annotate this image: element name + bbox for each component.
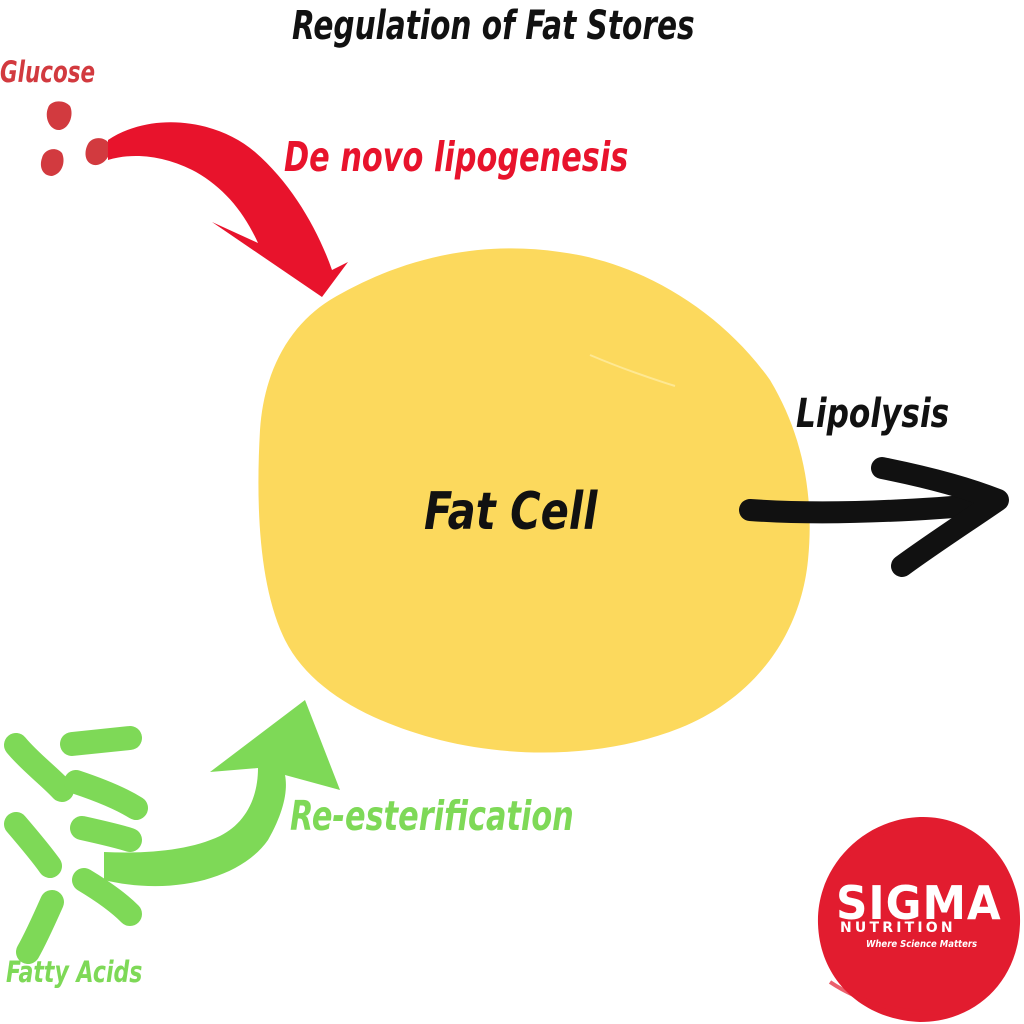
glucose-dot [40, 149, 64, 176]
lipolysis-label: Lipolysis [796, 391, 950, 437]
fatty-acid-molecules [4, 726, 148, 964]
fatty-acids-label: Fatty Acids [6, 955, 143, 989]
fat-cell-shape [258, 248, 810, 753]
glucose-dot [46, 101, 72, 131]
de-novo-lipogenesis-label: De novo lipogenesis [284, 133, 629, 181]
lipolysis-arrow-shaft [739, 493, 1001, 524]
fatty-acid-rod [16, 890, 64, 964]
logo-name: SIGMA [836, 876, 1002, 930]
de-novo-lipogenesis-arrow [108, 122, 348, 297]
diagram-title: Regulation of Fat Stores [292, 3, 695, 49]
fat-cell-highlight [589, 354, 676, 387]
logo-tagline: Where Science Matters [866, 939, 978, 950]
fatty-acid-rod [72, 868, 142, 926]
fatty-acid-rod [64, 770, 148, 820]
glucose-dot [85, 138, 111, 166]
fatty-acid-rod [60, 726, 142, 756]
logo-brush-circle [817, 816, 1021, 1022]
re-esterification-arrow [104, 700, 340, 887]
lipolysis-arrow-head [871, 457, 1009, 577]
fatty-acid-rod [70, 816, 142, 852]
logo-subtitle: NUTRITION [840, 920, 956, 936]
fatty-acid-rod [4, 733, 74, 802]
re-esterification-label: Re-esterification [290, 792, 574, 840]
logo-brush-stroke [828, 824, 941, 1015]
glucose-label: Glucose [0, 55, 96, 89]
fatty-acid-rod [4, 812, 62, 878]
fat-cell-label: Fat Cell [424, 482, 598, 542]
glucose-molecules [40, 101, 111, 176]
